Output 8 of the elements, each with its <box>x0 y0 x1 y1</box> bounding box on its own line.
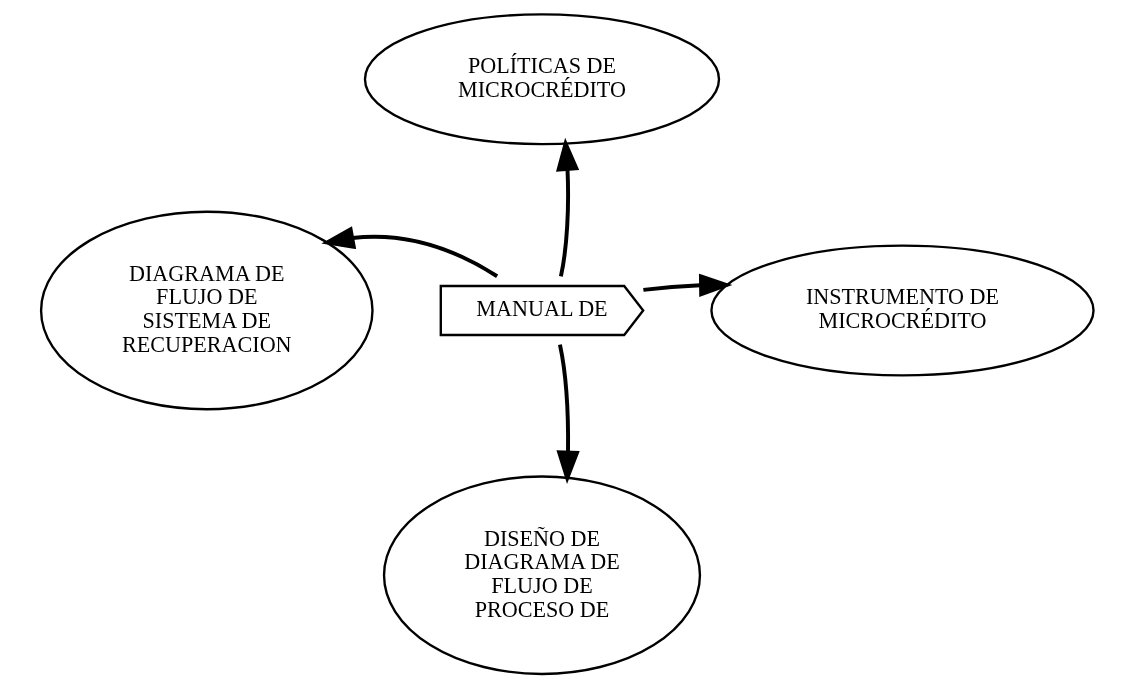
node-ellipse: POLÍTICAS DE MICROCRÉDITO <box>363 13 721 146</box>
node-ellipse: DISEÑO DE DIAGRAMA DE FLUJO DE PROCESO DE <box>382 475 702 676</box>
arrow <box>556 344 580 484</box>
node-ellipse: INSTRUMENTO DE MICROCRÉDITO <box>710 244 1095 377</box>
arrow <box>321 226 499 278</box>
arrow <box>643 273 733 297</box>
arrow <box>556 137 580 277</box>
node-ellipse: DIAGRAMA DE FLUJO DE SISTEMA DE RECUPERACION <box>39 210 374 411</box>
